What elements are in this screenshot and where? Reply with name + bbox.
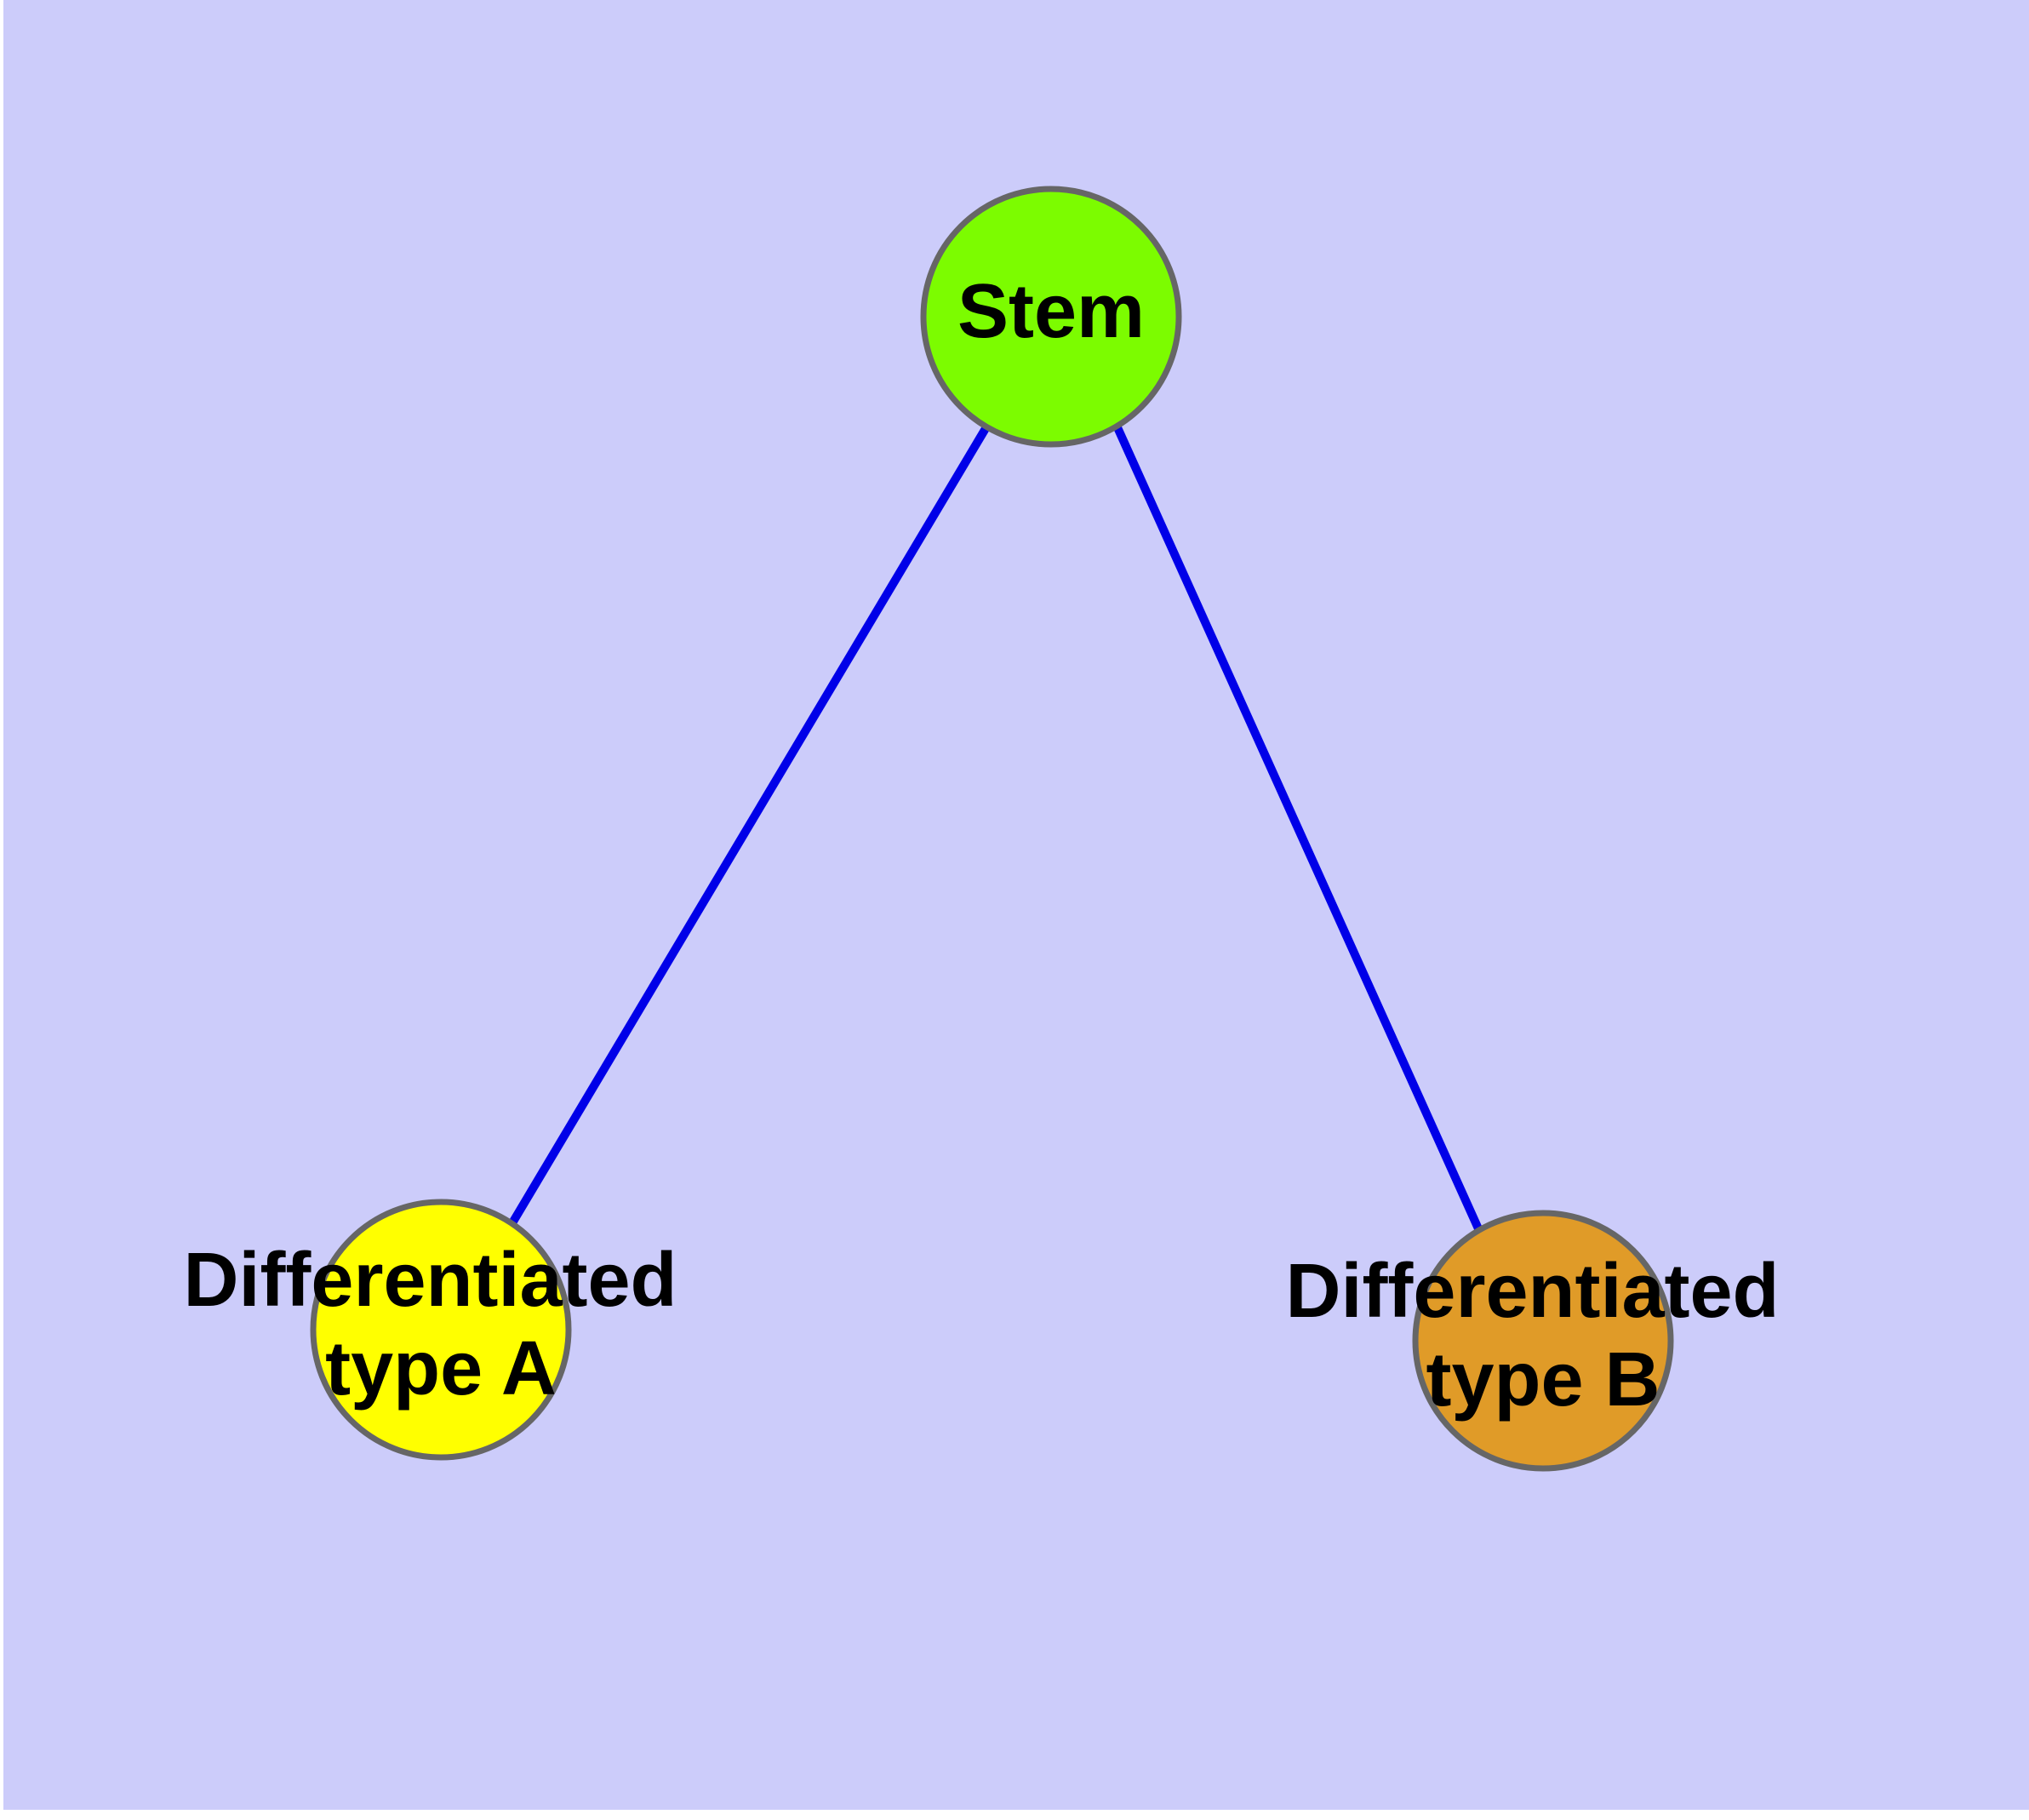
node-differentiated-type-a-label: Differentiated type A xyxy=(183,1238,698,1411)
node-differentiated-type-b-circle[interactable] xyxy=(1412,1210,1674,1472)
node-differentiated-type-b-label-line-2: type B xyxy=(1426,1337,1660,1422)
edges-layer xyxy=(506,423,1485,1237)
node-differentiated-type-a[interactable]: Differentiated type A xyxy=(183,1199,698,1461)
node-differentiated-type-a-circle[interactable] xyxy=(310,1199,572,1461)
node-differentiated-type-b[interactable]: Differentiated type B xyxy=(1285,1210,1800,1472)
node-stem-circle[interactable] xyxy=(920,186,1182,448)
node-stem-label: Stem xyxy=(957,269,1145,354)
nodes-layer: Stem Differentiated type A Differentiate… xyxy=(183,186,1800,1472)
edge-stem-to-differentiated-type-b[interactable] xyxy=(1112,423,1485,1237)
node-stem[interactable]: Stem xyxy=(920,186,1182,448)
node-differentiated-type-b-label: Differentiated type B xyxy=(1285,1249,1800,1422)
node-differentiated-type-a-label-line-2: type A xyxy=(325,1326,557,1411)
node-differentiated-type-a-label-line-1: Differentiated xyxy=(183,1238,677,1323)
edge-stem-to-differentiated-type-a[interactable] xyxy=(506,423,992,1228)
node-differentiated-type-b-label-line-1: Differentiated xyxy=(1285,1249,1779,1334)
node-stem-label-line-1: Stem xyxy=(957,269,1145,354)
